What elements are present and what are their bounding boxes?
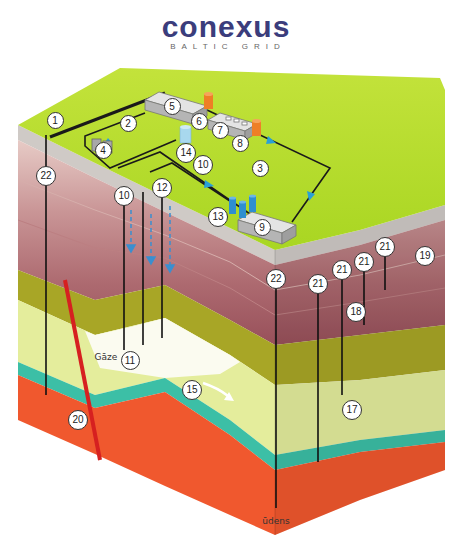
logo-subtitle: BALTIC GRID [170, 42, 286, 52]
callout-number: 22 [36, 166, 56, 186]
block-edge [275, 250, 276, 535]
callout-number: 20 [68, 410, 88, 430]
callout-number: 22 [266, 269, 286, 289]
separators-13 [229, 195, 256, 219]
callout-number: 11 [121, 351, 140, 370]
callout-number: 10 [193, 155, 213, 175]
well [123, 196, 125, 350]
well [341, 270, 343, 395]
tank-14 [180, 125, 191, 143]
callout-number: 13 [208, 207, 228, 227]
callout-number: 12 [152, 178, 172, 198]
logo-text: conexus [162, 11, 291, 43]
ground-surface [18, 68, 445, 250]
tank-8 [252, 119, 261, 136]
well [275, 279, 277, 508]
layer-label: Gāze [95, 352, 118, 363]
well [142, 192, 144, 345]
facility-7 [208, 113, 257, 140]
wells [46, 135, 385, 508]
callout-number: 21 [375, 237, 395, 257]
pipelines [50, 93, 330, 222]
callout-number: 7 [212, 122, 229, 139]
well [161, 188, 163, 338]
pipe-arrows [103, 136, 315, 201]
tank-6 [204, 92, 213, 109]
callout-number: 4 [95, 142, 112, 159]
right-face-shade [275, 205, 445, 535]
flow-arrows [127, 206, 174, 272]
callout-number: 8 [232, 135, 249, 152]
callout-number: 2 [120, 115, 137, 132]
fault-line [65, 280, 100, 460]
layer-label: ūdens [262, 516, 289, 527]
callout-number: 1 [47, 112, 64, 129]
callout-number: 10 [114, 186, 134, 206]
callout-number: 3 [252, 160, 269, 177]
gas-arrow [203, 383, 234, 401]
well [317, 284, 319, 462]
callout-number: 21 [308, 274, 328, 294]
callout-number: 5 [164, 98, 181, 115]
callout-number: 18 [346, 302, 366, 322]
callout-number: 6 [191, 113, 208, 130]
facility-9 [238, 212, 296, 244]
callout-number: 9 [254, 219, 271, 236]
callout-number: 17 [342, 400, 362, 420]
callout-number: 15 [182, 380, 202, 400]
callout-number: 19 [415, 246, 435, 266]
callout-number: 21 [332, 260, 352, 280]
callout-number: 21 [354, 252, 374, 272]
